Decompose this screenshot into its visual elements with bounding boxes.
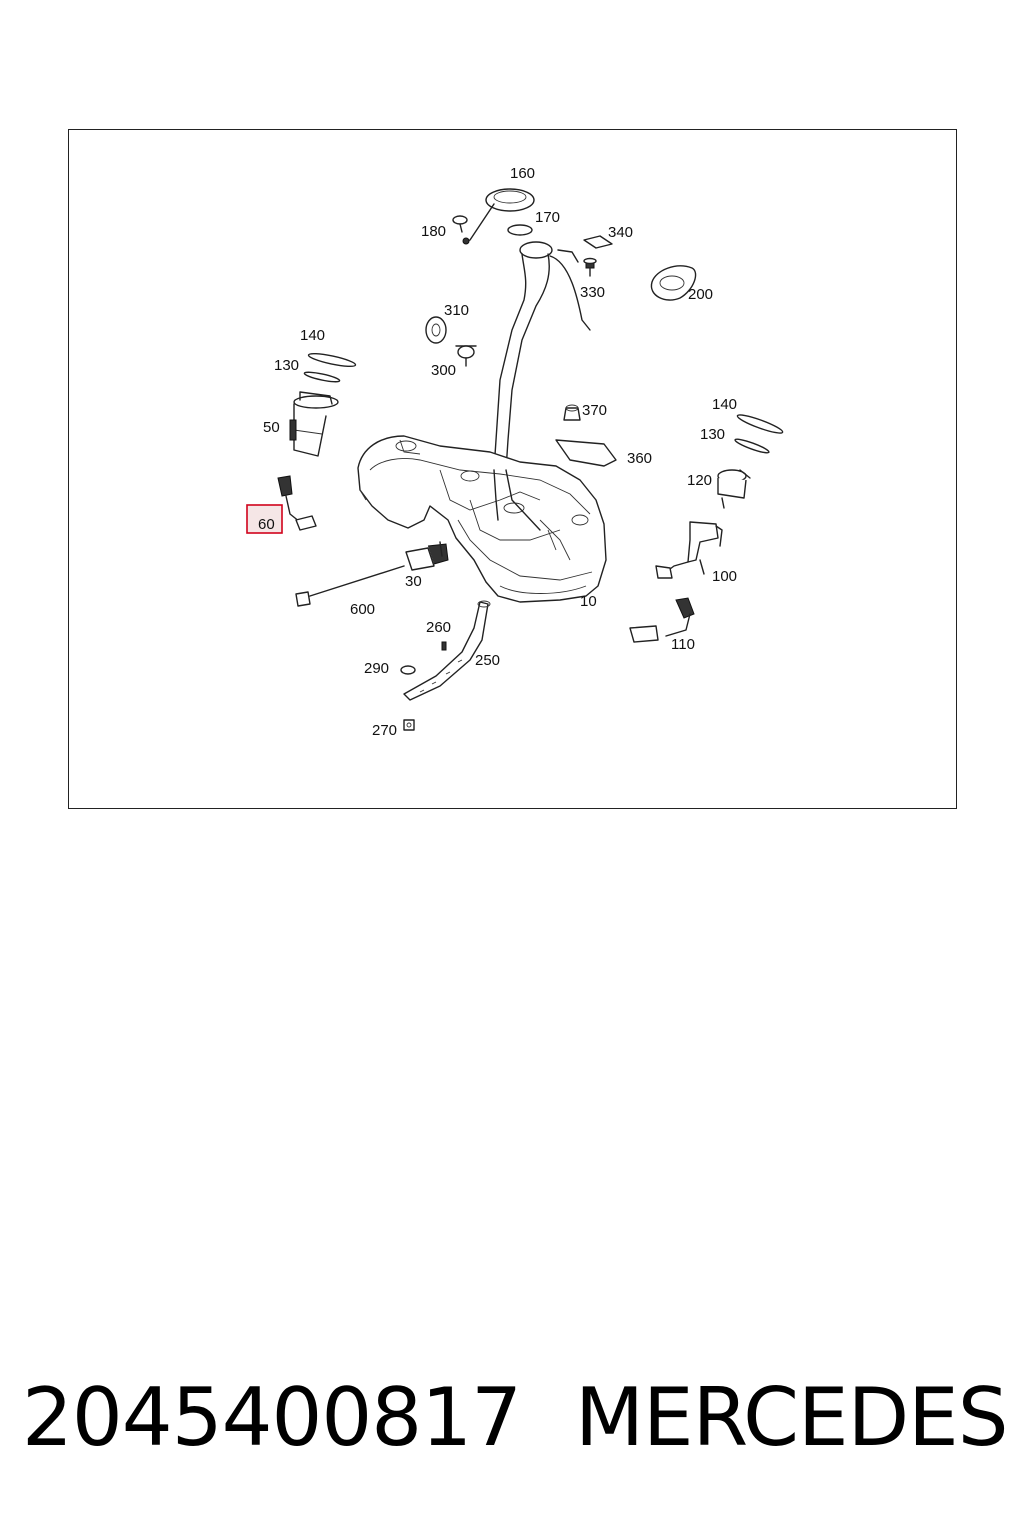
label-60[interactable]: 60 — [258, 516, 275, 533]
part-130-seal-left[interactable] — [303, 370, 341, 383]
label-370: 370 — [582, 402, 607, 419]
part-370-grommet[interactable] — [563, 404, 581, 421]
part-160-filler-cap[interactable] — [462, 188, 535, 245]
part-filler-neck[interactable] — [493, 241, 591, 471]
part-140-seal-right[interactable] — [736, 412, 784, 436]
part-30-valve[interactable] — [405, 541, 449, 571]
label-330: 330 — [580, 284, 605, 301]
part-170-seal-ring[interactable] — [507, 224, 533, 236]
part-110-level-sensor[interactable] — [629, 597, 695, 643]
label-100: 100 — [712, 568, 737, 585]
label-300: 300 — [431, 362, 456, 379]
label-360: 360 — [627, 450, 652, 467]
label-30: 30 — [405, 573, 422, 590]
label-180: 180 — [421, 223, 446, 240]
label-110: 110 — [671, 636, 695, 653]
label-600: 600 — [350, 601, 375, 618]
label-120: 120 — [687, 472, 712, 489]
part-60-level-sensor[interactable] — [277, 475, 317, 531]
label-170: 170 — [535, 209, 560, 226]
part-140-seal-left[interactable] — [307, 351, 357, 369]
part-120-sender[interactable] — [717, 469, 751, 509]
part-number: 2045400817 — [22, 1371, 522, 1464]
label-340: 340 — [608, 224, 633, 241]
label-310: 310 — [444, 302, 469, 319]
part-290-washer[interactable] — [400, 665, 416, 675]
part-200-filler-housing[interactable] — [650, 265, 697, 301]
part-180-tether[interactable] — [452, 215, 468, 233]
label-260: 260 — [426, 619, 451, 636]
part-360-pad[interactable] — [555, 439, 617, 467]
label-140-left: 140 — [300, 327, 325, 344]
part-130-seal-right[interactable] — [734, 437, 770, 455]
part-260-bolt[interactable] — [441, 641, 447, 651]
label-140-right: 140 — [712, 396, 737, 413]
part-50-fuel-pump[interactable] — [289, 391, 339, 457]
part-330-screw[interactable] — [583, 257, 597, 277]
brand-name: MERCEDES — [575, 1371, 1009, 1464]
label-130-left: 130 — [274, 357, 299, 374]
part-10-fuel-tank[interactable] — [357, 435, 607, 603]
part-600-wire[interactable] — [295, 565, 405, 607]
part-100-pump-module[interactable] — [655, 521, 723, 579]
label-50: 50 — [263, 419, 280, 436]
label-250: 250 — [475, 652, 500, 669]
label-290: 290 — [364, 660, 389, 677]
part-250-tank-strap[interactable] — [403, 600, 491, 701]
highlight-box-60[interactable] — [246, 504, 283, 534]
label-270: 270 — [372, 722, 397, 739]
part-270-nut[interactable] — [403, 719, 415, 731]
part-310-lock-ring[interactable] — [425, 316, 447, 344]
label-130-right: 130 — [700, 426, 725, 443]
part-340-plate[interactable] — [583, 235, 613, 249]
diagram-frame — [68, 129, 957, 809]
part-300-valve[interactable] — [455, 345, 477, 367]
label-200: 200 — [688, 286, 713, 303]
footer: 2045400817 MERCEDES — [0, 1368, 1024, 1468]
label-10: 10 — [580, 593, 597, 610]
label-160: 160 — [510, 165, 535, 182]
